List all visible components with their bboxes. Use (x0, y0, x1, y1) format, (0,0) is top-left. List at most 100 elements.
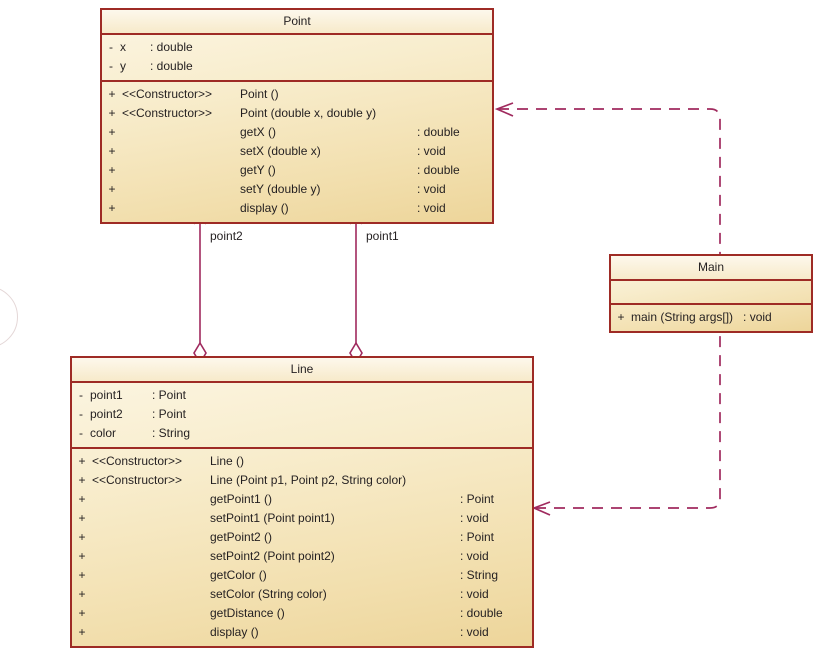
method-row: + setPoint2 (Point point2) : void (72, 547, 532, 566)
attribute-visibility: - (109, 59, 113, 73)
method-stereotype (122, 161, 240, 180)
aggregation-point1 (349, 207, 363, 365)
method-visibility: + (108, 87, 116, 101)
method-signature: getPoint1 () (210, 492, 273, 506)
attribute-type: : Point (152, 407, 187, 421)
attribute-visibility: - (79, 388, 83, 402)
method-row: + getDistance () : double (72, 604, 532, 623)
attribute-type: : Point (152, 388, 187, 402)
attributes-compartment-point: - x : double - y : double (102, 35, 492, 82)
method-row: + main (String args[]) : void (611, 308, 811, 327)
method-visibility: + (78, 606, 86, 620)
method-row: + setY (double y) : void (102, 180, 492, 199)
class-box-main[interactable]: Main + main (String args[]) : void (609, 254, 813, 333)
method-stereotype (122, 123, 240, 142)
method-visibility: + (78, 473, 86, 487)
method-signature: main (String args[]) (631, 310, 734, 324)
attribute-row: - color : String (72, 424, 532, 443)
methods-compartment-line: + <<Constructor>> Line () + <<Constructo… (72, 449, 532, 646)
method-signature: getColor () (210, 568, 267, 582)
attribute-type: : double (150, 40, 193, 54)
edge-label-point2: point2 (210, 229, 243, 243)
method-signature: getY () (240, 163, 276, 177)
method-row: + getPoint1 () : Point (72, 490, 532, 509)
method-visibility: + (78, 511, 86, 525)
method-return-type: : void (460, 511, 489, 525)
class-box-line[interactable]: Line - point1 : Point - point2 : Point -… (70, 356, 534, 648)
attribute-row: - x : double (102, 38, 492, 57)
method-signature: setY (double y) (240, 182, 321, 196)
dependency-main-to-line (531, 331, 721, 516)
method-return-type: : void (460, 587, 489, 601)
method-visibility: + (78, 549, 86, 563)
method-stereotype: <<Constructor>> (92, 454, 183, 468)
attribute-row: - point1 : Point (72, 386, 532, 405)
method-row: + <<Constructor>> Line () (72, 452, 532, 471)
method-visibility: + (78, 530, 86, 544)
method-stereotype: <<Constructor>> (122, 87, 213, 101)
aggregation-point2 (193, 207, 207, 365)
attribute-visibility: - (79, 426, 83, 440)
method-row: + setPoint1 (Point point1) : void (72, 509, 532, 528)
method-return-type (417, 104, 492, 123)
method-signature: getX () (240, 125, 277, 139)
method-return-type: : void (417, 144, 446, 158)
class-name-line: Line (72, 358, 532, 383)
background-arc-artifact (0, 286, 18, 348)
method-stereotype (122, 180, 240, 199)
method-signature: Line () (210, 454, 245, 468)
method-visibility: + (108, 125, 116, 139)
method-visibility: + (78, 492, 86, 506)
method-row: + getColor () : String (72, 566, 532, 585)
method-row: + getPoint2 () : Point (72, 528, 532, 547)
method-return-type: : void (417, 182, 446, 196)
method-return-type (460, 471, 532, 490)
method-return-type (417, 85, 492, 104)
method-visibility: + (617, 310, 625, 324)
attribute-visibility: - (79, 407, 83, 421)
method-visibility: + (108, 201, 116, 215)
method-visibility: + (108, 144, 116, 158)
method-signature: getPoint2 () (210, 530, 273, 544)
method-signature: Line (Point p1, Point p2, String color) (210, 473, 407, 487)
method-return-type: : void (460, 549, 489, 563)
methods-compartment-point: + <<Constructor>> Point () + <<Construct… (102, 82, 492, 222)
method-row: + <<Constructor>> Line (Point p1, Point … (72, 471, 532, 490)
method-row: + getY () : double (102, 161, 492, 180)
class-name-main: Main (611, 256, 811, 281)
class-name-point: Point (102, 10, 492, 35)
method-row: + display () : void (102, 199, 492, 218)
method-signature: display () (240, 201, 289, 215)
method-signature: Point (double x, double y) (240, 106, 377, 120)
method-return-type: : String (460, 568, 499, 582)
method-signature: setColor (String color) (210, 587, 327, 601)
method-stereotype (92, 490, 210, 509)
method-stereotype (92, 566, 210, 585)
method-return-type: : Point (460, 530, 495, 544)
method-stereotype (92, 547, 210, 566)
method-visibility: + (78, 587, 86, 601)
method-visibility: + (108, 182, 116, 196)
attribute-row: - point2 : Point (72, 405, 532, 424)
dependency-main-to-point (494, 102, 721, 254)
attribute-name: point2 (90, 407, 123, 421)
method-return-type: : double (417, 163, 460, 177)
method-return-type (460, 452, 532, 471)
attributes-compartment-main (611, 281, 811, 305)
attribute-type: : double (150, 59, 193, 73)
method-signature: setX (double x) (240, 144, 321, 158)
method-signature: getDistance () (210, 606, 285, 620)
method-signature: setPoint2 (Point point2) (210, 549, 335, 563)
method-visibility: + (108, 106, 116, 120)
method-visibility: + (78, 568, 86, 582)
method-row: + getX () : double (102, 123, 492, 142)
uml-diagram-canvas: Point ---- --> Line ---- --> Point - x :… (0, 8, 813, 648)
attribute-name: point1 (90, 388, 123, 402)
method-row: + <<Constructor>> Point () (102, 85, 492, 104)
class-box-point[interactable]: Point - x : double - y : double + <<Cons… (100, 8, 494, 224)
method-stereotype (92, 604, 210, 623)
attributes-compartment-line: - point1 : Point - point2 : Point - colo… (72, 383, 532, 449)
method-row: + setColor (String color) : void (72, 585, 532, 604)
method-stereotype (92, 528, 210, 547)
method-stereotype (92, 585, 210, 604)
